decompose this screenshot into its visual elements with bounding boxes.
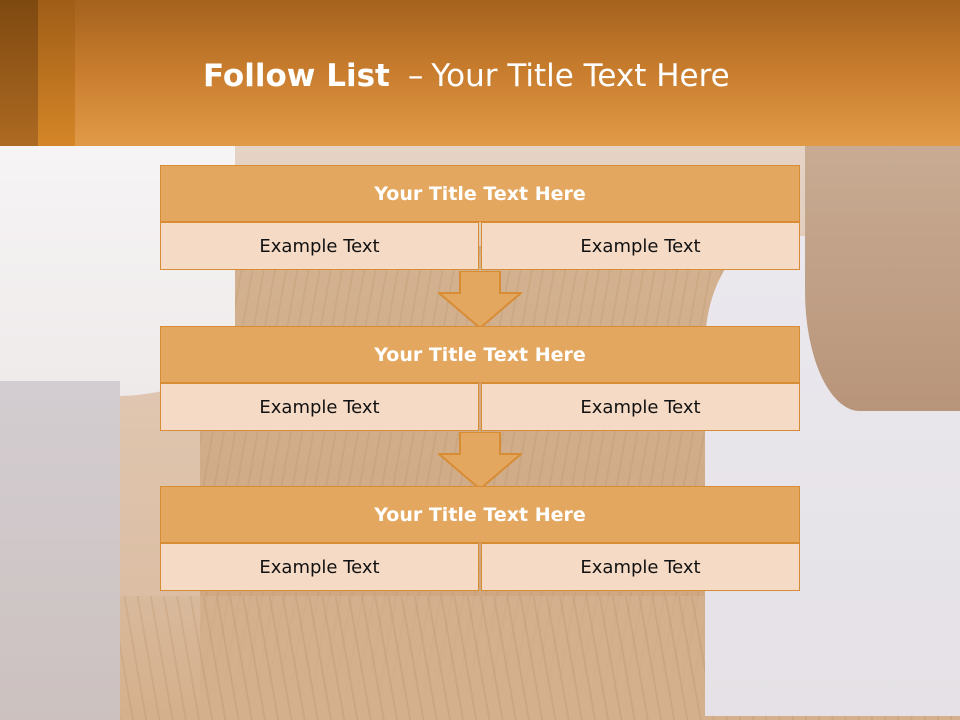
flow-cell-left[interactable]: Example Text bbox=[160, 383, 479, 431]
flow-block-row: Example Text Example Text bbox=[160, 222, 800, 270]
flow-block-row: Example Text Example Text bbox=[160, 543, 800, 591]
flow-block-title[interactable]: Your Title Text Here bbox=[160, 326, 800, 383]
flow-cell-left[interactable]: Example Text bbox=[160, 543, 479, 591]
down-arrow-icon bbox=[438, 432, 522, 490]
flow-cell-right[interactable]: Example Text bbox=[481, 543, 800, 591]
flow-block-row: Example Text Example Text bbox=[160, 383, 800, 431]
flow-block-title[interactable]: Your Title Text Here bbox=[160, 486, 800, 543]
down-arrow-icon bbox=[438, 271, 522, 329]
header-band: Follow List–Your Title Text Here bbox=[0, 0, 960, 146]
flow-cell-right[interactable]: Example Text bbox=[481, 222, 800, 270]
flow-cell-right[interactable]: Example Text bbox=[481, 383, 800, 431]
slide-title-rest: Your Title Text Here bbox=[431, 58, 730, 94]
flow-block-title[interactable]: Your Title Text Here bbox=[160, 165, 800, 222]
header-accent-strip bbox=[0, 0, 38, 146]
flow-cell-left[interactable]: Example Text bbox=[160, 222, 479, 270]
person-left-jeans bbox=[0, 381, 120, 720]
person-right-hair bbox=[805, 146, 960, 411]
slide-title-separator: – bbox=[407, 58, 424, 94]
slide-title-bold: Follow List bbox=[203, 58, 390, 94]
slide-title[interactable]: Follow List–Your Title Text Here bbox=[203, 56, 730, 96]
header-accent-strip bbox=[38, 0, 75, 146]
